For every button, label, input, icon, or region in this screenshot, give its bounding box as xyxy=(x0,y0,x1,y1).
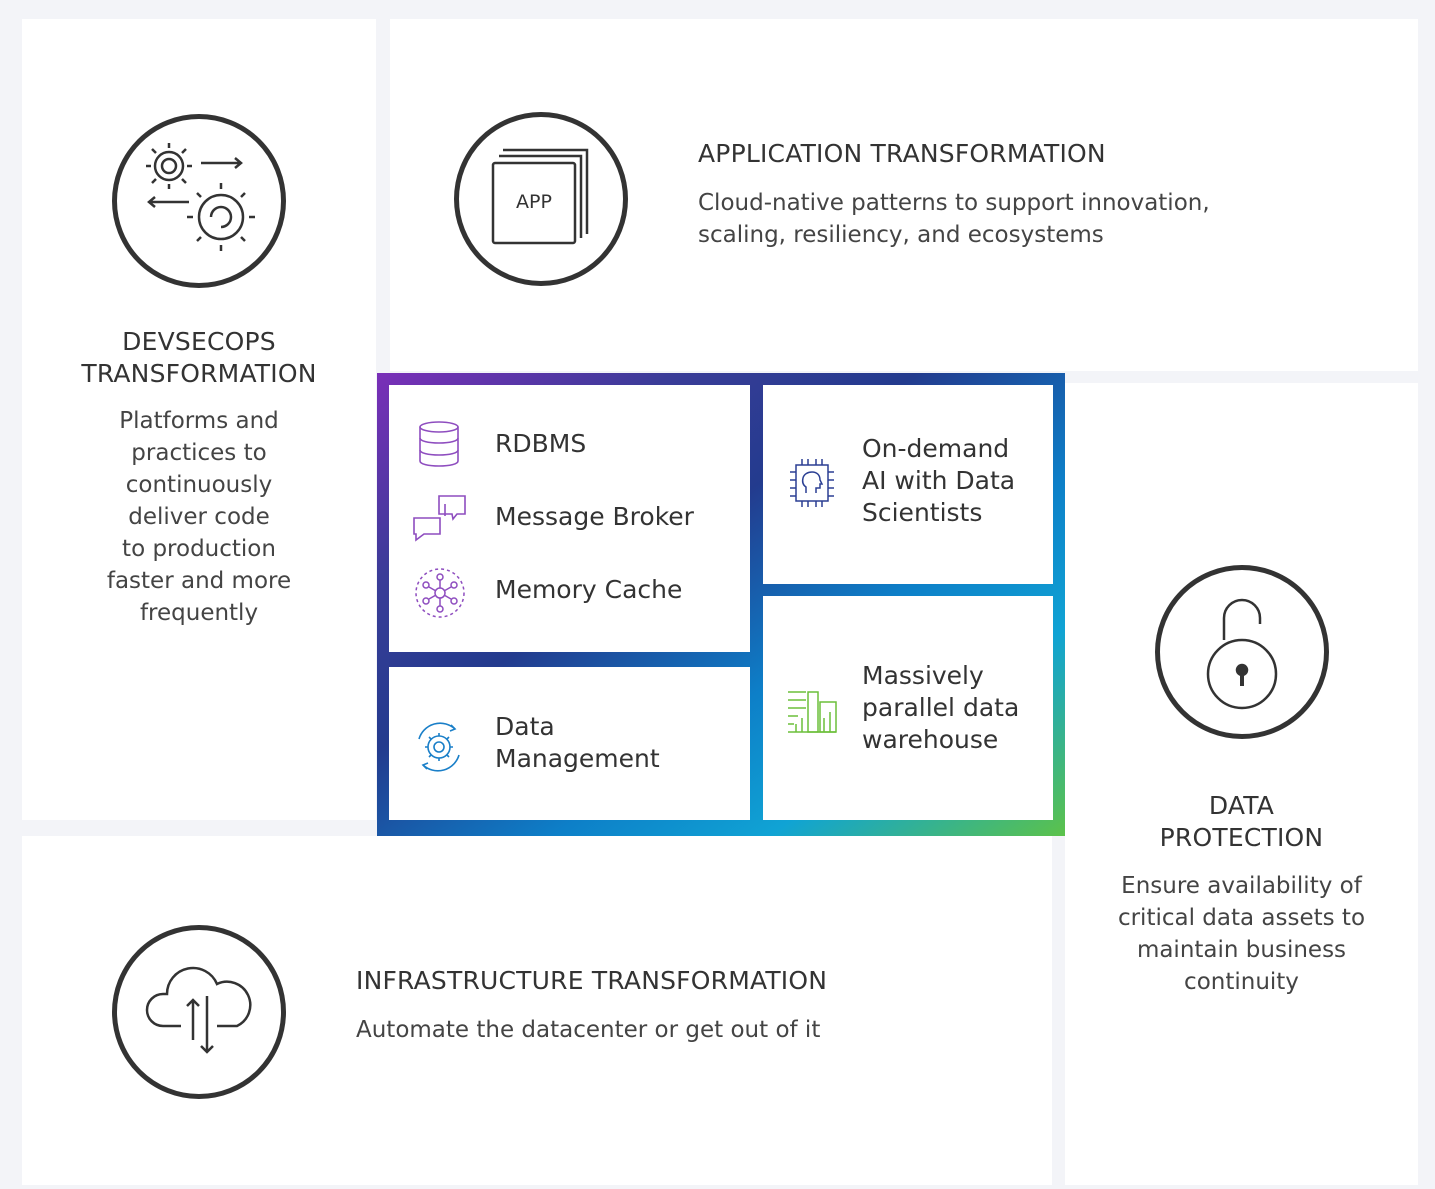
chat-bubbles-icon xyxy=(413,495,466,542)
svc-line: Massively xyxy=(862,661,984,690)
cloud-transfer-icon xyxy=(112,925,286,1099)
desc-line: Ensure availability of xyxy=(1121,873,1362,899)
svc-line: parallel data xyxy=(862,693,1020,722)
svc-line: Management xyxy=(495,744,660,773)
app-icon-label: APP xyxy=(516,191,552,213)
memory-cache-label: Memory Cache xyxy=(495,575,683,604)
rdbms-label: RDBMS xyxy=(495,429,587,458)
devsecops-description: Platforms and practices to continuously … xyxy=(22,405,376,629)
data-protection-panel xyxy=(1065,383,1418,1185)
services-cell-top-left xyxy=(389,385,750,652)
data-management-label: Data Management xyxy=(495,711,660,775)
data-protection-description: Ensure availability of critical data ass… xyxy=(1065,870,1418,998)
data-warehouse-icon xyxy=(788,691,837,733)
data-protection-title-line1: DATA xyxy=(1208,791,1275,820)
data-protection-title: DATA PROTECTION xyxy=(1065,790,1418,854)
desc-line: Platforms and xyxy=(119,408,279,434)
desc-line: frequently xyxy=(139,600,259,626)
svc-line: Scientists xyxy=(862,498,983,527)
services-cell-top-right xyxy=(763,385,1053,584)
devsecops-title-line2: TRANSFORMATION xyxy=(81,359,317,388)
desc-line: Cloud-native patterns to support innovat… xyxy=(698,190,1210,216)
application-description: Cloud-native patterns to support innovat… xyxy=(698,187,1210,251)
application-title: APPLICATION TRANSFORMATION xyxy=(698,139,1106,168)
infrastructure-title: INFRASTRUCTURE TRANSFORMATION xyxy=(356,966,828,995)
desc-line: continuously xyxy=(125,472,273,498)
open-lock-icon xyxy=(1155,565,1329,739)
ai-chip-icon xyxy=(790,459,834,507)
devsecops-title-line1: DEVSECOPS xyxy=(122,327,276,356)
message-broker-label: Message Broker xyxy=(495,502,694,531)
network-node-icon xyxy=(415,568,465,618)
svc-line: On-demand xyxy=(862,434,1010,463)
database-icon xyxy=(419,421,459,467)
gears-arrows-icon xyxy=(112,114,286,288)
devsecops-title: DEVSECOPS TRANSFORMATION xyxy=(22,326,376,390)
desc-line: maintain business xyxy=(1136,937,1347,963)
desc-line: continuity xyxy=(1184,969,1299,995)
svc-line: warehouse xyxy=(862,725,999,754)
desc-line: to production xyxy=(122,536,276,562)
desc-line: scaling, resiliency, and ecosystems xyxy=(698,222,1104,248)
warehouse-label: Massively parallel data warehouse xyxy=(862,660,1019,756)
infrastructure-description: Automate the datacenter or get out of it xyxy=(356,1017,821,1043)
desc-line: faster and more xyxy=(106,568,292,594)
data-protection-title-line2: PROTECTION xyxy=(1159,823,1324,852)
desc-line: critical data assets to xyxy=(1117,905,1366,931)
data-management-gear-icon xyxy=(418,722,460,772)
desc-line: practices to xyxy=(131,440,267,466)
svc-line: AI with Data xyxy=(862,466,1016,495)
ai-label: On-demand AI with Data Scientists xyxy=(862,433,1015,529)
services-cell-bottom-right xyxy=(763,596,1053,820)
desc-line: deliver code xyxy=(128,504,270,530)
svc-line: Data xyxy=(495,712,555,741)
app-stack-icon: APP xyxy=(454,112,628,286)
